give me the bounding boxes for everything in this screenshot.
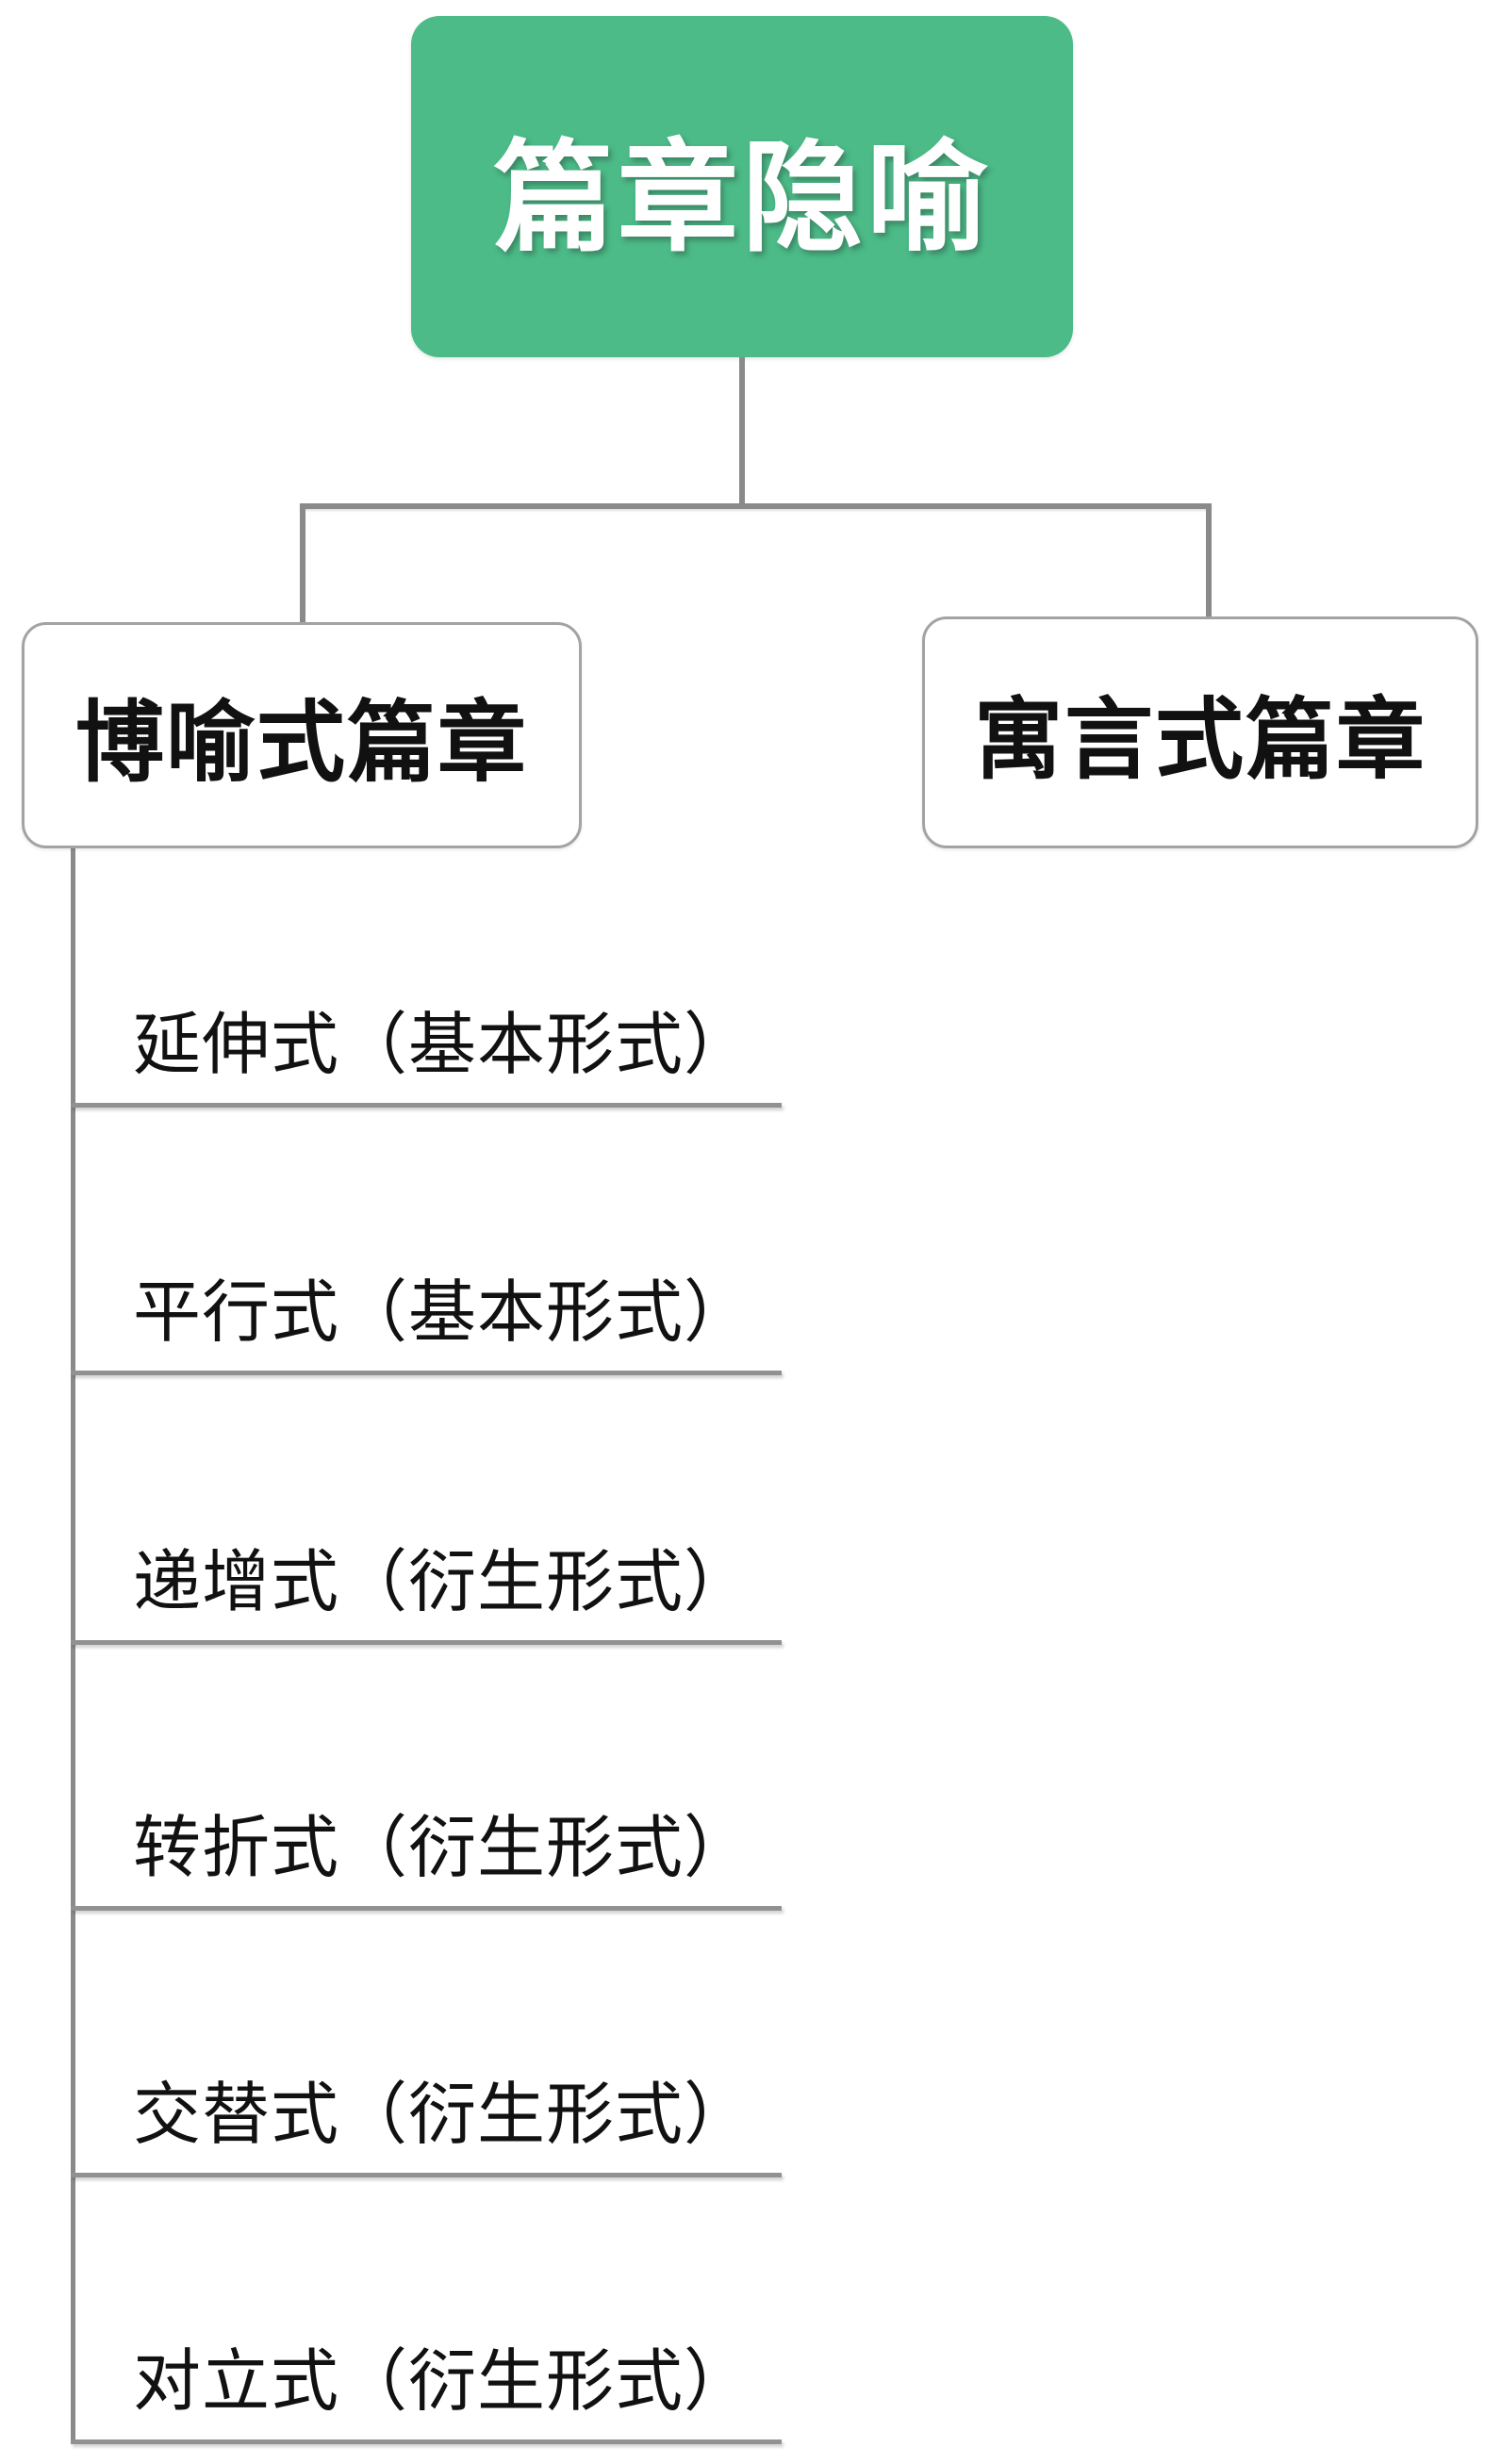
- branch-node-boyu-label: 博喻式篇章: [74, 695, 528, 793]
- connector-drop-right: [1206, 503, 1212, 616]
- leaf-node-pingxing[interactable]: 平行式（基本形式）: [71, 1257, 782, 1375]
- root-node[interactable]: 篇章隐喻: [411, 16, 1073, 357]
- leaf-node-dizeng[interactable]: 递增式（衍生形式）: [71, 1527, 782, 1645]
- leaf-underline: [71, 1640, 782, 1645]
- leaf-node-jiaoti-label: 交替式（衍生形式）: [133, 2078, 753, 2153]
- leaf-node-duili[interactable]: 对立式（衍生形式）: [71, 2326, 782, 2444]
- branch-node-yuyan[interactable]: 寓言式篇章: [922, 616, 1478, 848]
- leaf-node-yanshen-label: 延伸式（基本形式）: [133, 1008, 753, 1083]
- leaf-node-duili-label: 对立式（衍生形式）: [133, 2344, 753, 2420]
- leaf-underline: [71, 1103, 782, 1108]
- leaf-underline: [71, 2173, 782, 2177]
- leaf-underline: [71, 1906, 782, 1911]
- leaf-node-jiaoti[interactable]: 交替式（衍生形式）: [71, 2060, 782, 2177]
- branch-node-yuyan-label: 寓言式篇章: [973, 692, 1427, 790]
- branch-node-boyu[interactable]: 博喻式篇章: [22, 622, 582, 848]
- leaf-node-dizeng-label: 递增式（衍生形式）: [133, 1545, 753, 1620]
- leaf-underline: [71, 2439, 782, 2444]
- connector-horizontal-bar: [300, 503, 1212, 509]
- root-node-label: 篇章隐喻: [492, 130, 991, 266]
- leaf-node-yanshen[interactable]: 延伸式（基本形式）: [71, 990, 782, 1108]
- leaf-node-zhuanzhe-label: 转折式（衍生形式）: [133, 1811, 753, 1886]
- leaf-node-pingxing-label: 平行式（基本形式）: [133, 1275, 753, 1351]
- leaf-node-zhuanzhe[interactable]: 转折式（衍生形式）: [71, 1793, 782, 1911]
- leaf-underline: [71, 1371, 782, 1375]
- connector-drop-left: [300, 503, 305, 622]
- connector-root-stem: [739, 357, 745, 506]
